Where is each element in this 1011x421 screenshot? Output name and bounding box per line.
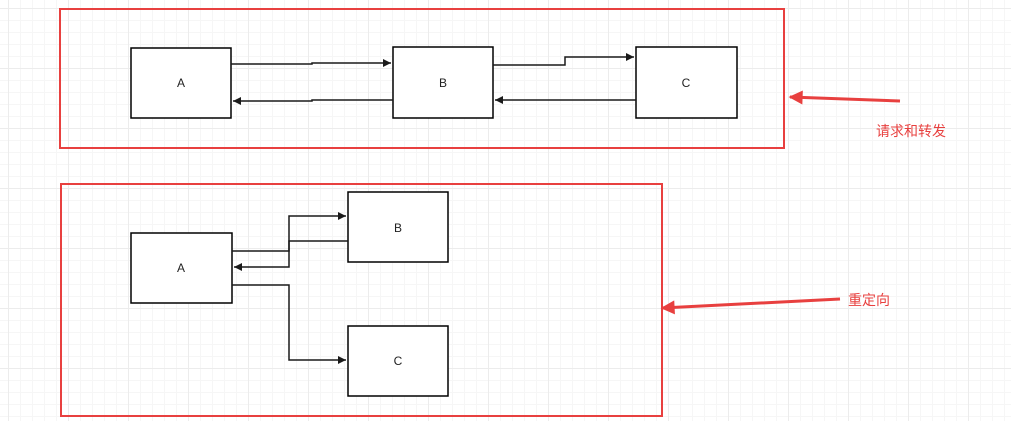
edge-redirect-a-to-c: [232, 284, 346, 364]
forward-node-b: B: [392, 46, 494, 119]
forward-node-b-box: [392, 46, 494, 119]
callout-redirect-arrow: [660, 297, 841, 315]
redirect-node-a-label: A: [177, 261, 185, 275]
forward-node-a: A: [130, 47, 232, 119]
edge-forward-a-to-b: [231, 59, 391, 67]
redirect-node-b-label: B: [394, 221, 402, 235]
redirect-node-a-box: [130, 232, 233, 304]
redirect-node-a: A: [130, 232, 233, 304]
forward-node-a-label: A: [177, 76, 185, 90]
forward-node-c: C: [635, 46, 738, 119]
edge-forward-b-to-a: [233, 97, 393, 105]
forward-node-b-label: B: [439, 76, 447, 90]
redirect-frame: [60, 183, 663, 417]
edge-redirect-b-to-a: [234, 240, 348, 271]
forward-node-a-box: [130, 47, 232, 119]
redirect-node-b: B: [347, 191, 449, 263]
callout-forward-arrow: [788, 90, 901, 105]
callout-forward-label: 请求和转发: [876, 124, 946, 140]
forward-node-c-box: [635, 46, 738, 119]
edge-redirect-a-to-b: [232, 212, 346, 252]
edge-forward-b-to-c: [493, 53, 634, 66]
forward-frame: [59, 8, 785, 149]
callout-redirect: 重定向: [660, 293, 890, 315]
callout-forward: 请求和转发: [788, 90, 946, 140]
redirect-node-b-box: [347, 191, 449, 263]
redirect-node-c-label: C: [394, 354, 403, 368]
callout-redirect-label: 重定向: [848, 293, 890, 309]
redirect-node-c-box: [347, 325, 449, 397]
redirect-diagram: A B C: [60, 183, 663, 417]
forward-diagram: A B C: [59, 8, 785, 149]
redirect-node-c: C: [347, 325, 449, 397]
forward-node-c-label: C: [682, 76, 691, 90]
